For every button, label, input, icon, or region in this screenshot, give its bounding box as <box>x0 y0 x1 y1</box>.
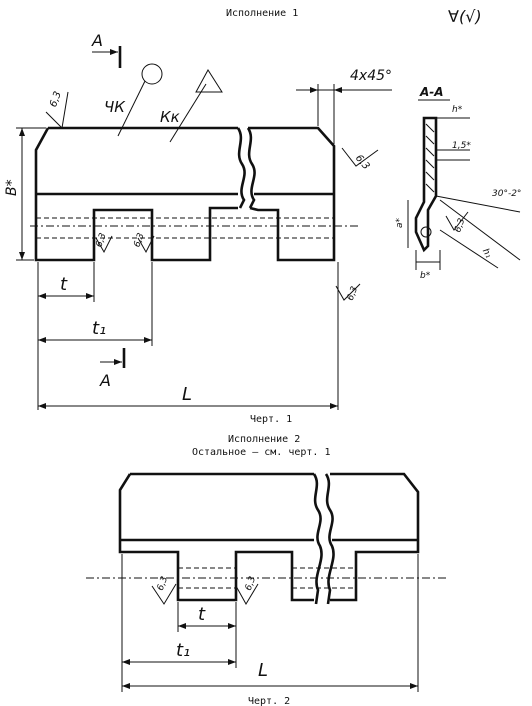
l-label-2: L <box>258 660 268 681</box>
svg-text:6,3: 6,3 <box>94 232 108 249</box>
dimensions-2: 6,3 6,3 t t₁ L <box>121 554 419 692</box>
section-a-a-label: A-A <box>419 85 444 99</box>
t1-label-2: t₁ <box>176 640 190 661</box>
section-a-a: A-A h* 1,5* a* b* 30°-2° h₁ 6,3 <box>395 85 521 281</box>
t1-label: t₁ <box>92 318 106 339</box>
svg-text:6,3: 6,3 <box>353 153 372 172</box>
caption-1: Черт. 1 <box>250 414 292 425</box>
roughness-right: 6,3 <box>341 147 379 172</box>
section-label-a-top: A <box>91 31 103 50</box>
b-dimension: B* <box>4 127 46 261</box>
t-label: t <box>60 274 68 295</box>
angle-label: 30°-2° <box>492 189 521 199</box>
t-label-2: t <box>198 604 206 625</box>
drawing-1-body <box>30 126 360 262</box>
b-star-label: b* <box>420 271 431 281</box>
section-mark-bottom: A <box>99 348 126 390</box>
svg-text:6,3: 6,3 <box>132 232 146 249</box>
caption-2: Черт. 2 <box>248 696 290 706</box>
slot-roughness: 6,3 6,3 <box>94 232 155 254</box>
h1-label: h₁ <box>480 247 494 260</box>
execution-1-title: Исполнение 1 <box>226 8 298 19</box>
label-chk: ЧК <box>104 98 126 116</box>
section-label-a-bottom: A <box>99 371 111 390</box>
svg-text:6,3: 6,3 <box>453 217 467 234</box>
drawing-2-body <box>86 472 448 605</box>
svg-text:6,3: 6,3 <box>48 90 64 109</box>
leaders-chk-kk: ЧК Кк <box>104 63 223 143</box>
roughness-top-left: 6,3 <box>45 90 69 130</box>
roughness-symbol: ∀(√) <box>448 7 482 26</box>
a-label: a* <box>395 217 405 228</box>
section-mark-top: A <box>91 31 122 68</box>
label-kk: Кк <box>160 108 180 126</box>
execution-2-subtitle: Остальное – см. черт. 1 <box>192 447 330 458</box>
b-label: B* <box>4 179 20 196</box>
h-label: h* <box>452 105 463 115</box>
execution-2-title: Исполнение 2 <box>228 434 300 445</box>
chamfer-dim: 4x45° <box>296 68 392 144</box>
svg-text:6,3: 6,3 <box>244 575 258 592</box>
l-label: L <box>182 384 192 405</box>
s15-label: 1,5* <box>452 141 471 151</box>
svg-text:6,3: 6,3 <box>156 575 170 592</box>
chamfer-label: 4x45° <box>350 68 392 84</box>
dimensions-1: t t₁ L 6,3 <box>37 262 361 410</box>
svg-text:6,3: 6,3 <box>346 285 360 302</box>
